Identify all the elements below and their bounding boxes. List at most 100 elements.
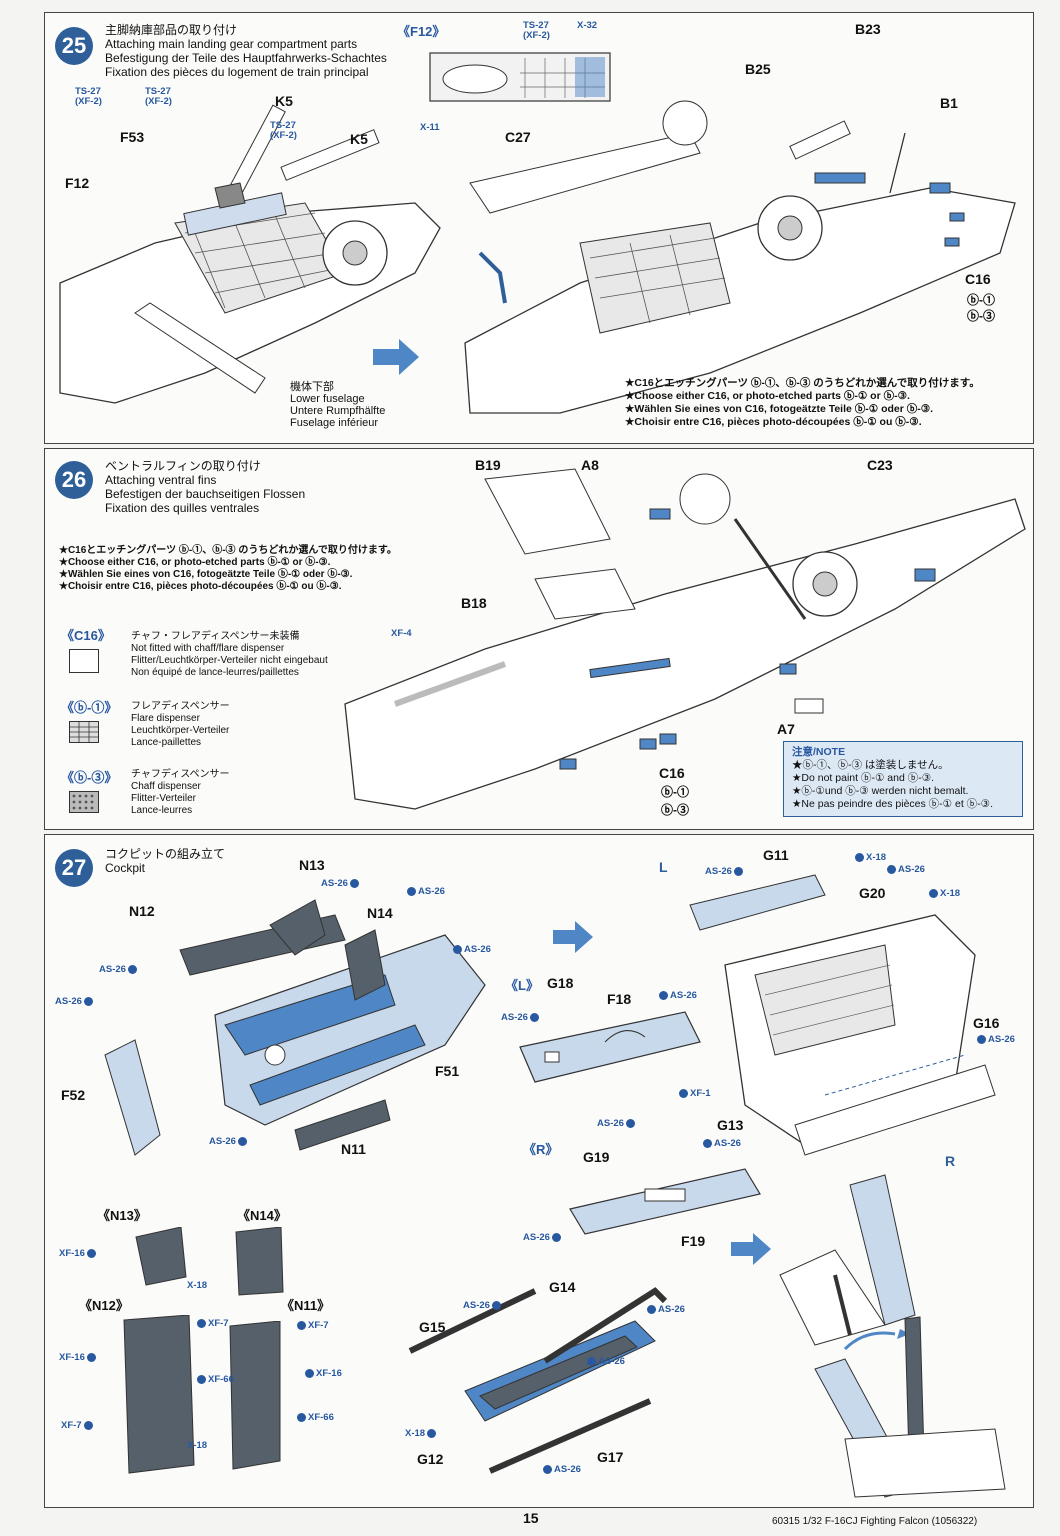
chaff-dispenser-icon <box>69 791 99 813</box>
paint-callout: XF-16 <box>303 1369 342 1379</box>
part-label-b3-option: ⓑ-③ <box>967 309 995 323</box>
paint-callout: XF-7 <box>295 1321 329 1331</box>
title-ja: 主脚納庫部品の取り付け <box>105 23 238 37</box>
paint-callout: XF-7 <box>61 1421 95 1431</box>
part-label-g12: G12 <box>417 1451 444 1467</box>
step-number-badge: 26 <box>55 461 93 499</box>
part-label-c16: C16 <box>659 765 685 781</box>
part-label-n14: N14 <box>367 905 393 921</box>
paint-callout: AS-26 <box>645 1305 685 1315</box>
step-25-panel: 25 主脚納庫部品の取り付け Attaching main landing ge… <box>44 12 1034 444</box>
part-label-c16: C16 <box>965 271 991 287</box>
subassembly-f12-label: 《F12》 <box>397 24 446 39</box>
paint-callout: XF-7 <box>195 1319 229 1329</box>
paint-callout: X-18 <box>187 1440 208 1451</box>
subassembly-n11-label: 《N11》 <box>281 1298 331 1313</box>
part-label-k5: K5 <box>275 93 293 109</box>
part-label-b25: B25 <box>745 61 771 77</box>
part-label-b23: B23 <box>855 21 881 37</box>
option-c16-title: 《C16》 <box>61 628 111 643</box>
part-label-n13: N13 <box>299 857 325 873</box>
title-en: Attaching main landing gear compartment … <box>105 37 358 51</box>
paint-callout: AS-26 <box>209 1137 249 1147</box>
part-label-g16: G16 <box>973 1015 1000 1031</box>
paint-callout: X-11 <box>420 122 440 133</box>
part-label-c23: C23 <box>867 457 893 473</box>
note-box: 注意/NOTE ★ⓑ-①、ⓑ-③ は塗装しません。 ★Do not paint … <box>783 741 1023 817</box>
subassembly-n12-label: 《N12》 <box>79 1298 129 1313</box>
paint-callout: AS-26 <box>405 887 445 897</box>
subassembly-r-label: 《R》 <box>523 1142 559 1157</box>
part-label-f12: F12 <box>65 175 90 191</box>
part-label-g17: G17 <box>597 1449 624 1465</box>
part-label-f52: F52 <box>61 1087 86 1103</box>
part-label-f53: F53 <box>120 129 145 145</box>
paint-callout: AS-26 <box>705 867 745 877</box>
paint-callout: AS-26 <box>99 965 139 975</box>
paint-callout: XF-1 <box>677 1089 711 1099</box>
paint-callout: AS-26 <box>585 1357 625 1367</box>
title-de: Befestigung der Teile des Hauptfahrwerks… <box>105 51 387 65</box>
cockpit-tub-drawing <box>104 899 486 1156</box>
cockpit-assembly-drawing <box>689 874 996 1346</box>
fuselage-drawing-left <box>59 104 441 404</box>
subassembly-l-label: 《L》 <box>505 978 539 993</box>
part-label-l: L <box>659 859 668 875</box>
right-console-drawing <box>569 1168 761 1235</box>
step-title: 主脚納庫部品の取り付け Attaching main landing gear … <box>105 23 387 79</box>
next-step-arrow-icon <box>731 1233 771 1265</box>
part-label-g19: G19 <box>583 1149 610 1165</box>
paint-callout: X-18 <box>187 1280 208 1291</box>
panel-n14-drawing <box>235 1227 284 1296</box>
part-label-n11: N11 <box>341 1141 366 1157</box>
part-label-c27: C27 <box>505 129 531 145</box>
title-fr: Fixation des pièces du logement de train… <box>105 65 369 79</box>
part-label-k5: K5 <box>350 131 368 147</box>
panel-n13-drawing <box>135 1227 187 1286</box>
paint-callout: AS-26 <box>975 1035 1015 1045</box>
part-label-b19: B19 <box>475 457 501 473</box>
paint-callout: AS-26 <box>523 1233 563 1243</box>
option-b1-title: 《ⓑ-①》 <box>61 700 118 715</box>
paint-callout: X-32 <box>577 20 598 31</box>
kit-footer: 60315 1/32 F-16CJ Fighting Falcon (10563… <box>772 1516 978 1527</box>
next-step-arrow-icon <box>553 921 593 953</box>
part-label-g11: G11 <box>763 847 789 863</box>
paint-callout: AS-26 <box>451 945 491 955</box>
step-26-panel: 26 ベントラルフィンの取り付け Attaching ventral fins … <box>44 448 1034 830</box>
part-label-g15: G15 <box>419 1319 446 1335</box>
paint-callout: TS-27(XF-2) <box>270 120 297 141</box>
paint-callout: TS-27(XF-2) <box>75 86 102 107</box>
paint-callout: AS-26 <box>541 1465 581 1475</box>
part-label-f51: F51 <box>435 1063 460 1079</box>
page-number: 15 <box>523 1510 539 1526</box>
part-label-g13: G13 <box>717 1117 744 1133</box>
part-label-g18: G18 <box>547 975 574 991</box>
paint-callout: XF-66 <box>195 1375 234 1385</box>
paint-callout: X-18 <box>853 853 886 863</box>
paint-callout: AS-26 <box>885 865 925 875</box>
f12-detail-drawing <box>429 52 611 102</box>
paint-callout: AS-26 <box>463 1301 503 1311</box>
part-label-f18: F18 <box>607 991 632 1007</box>
flare-dispenser-icon <box>69 721 99 743</box>
paint-callout: TS-27(XF-2) <box>523 20 550 41</box>
fuselage-drawing-right <box>464 100 1016 414</box>
panel-n11-drawing <box>229 1321 281 1470</box>
lower-fuselage-caption: 機体下部 Lower fuselage Untere Rumpfhälfte F… <box>290 381 386 429</box>
paint-callout: TS-27(XF-2) <box>145 86 172 107</box>
note-title: 注意/NOTE <box>792 746 846 758</box>
part-label-n12: N12 <box>129 903 155 919</box>
next-step-arrow-icon <box>373 339 419 375</box>
subassembly-n14-label: 《N14》 <box>237 1208 287 1223</box>
part-label-g20: G20 <box>859 885 886 901</box>
part-label-b1: B1 <box>940 95 958 111</box>
paint-callout: AS-26 <box>597 1119 637 1129</box>
subassembly-n13-label: 《N13》 <box>97 1208 147 1223</box>
part-label-b1-option: ⓑ-① <box>661 785 689 799</box>
part-label-b1-option: ⓑ-① <box>967 293 995 307</box>
part-label-r: R <box>945 1153 956 1169</box>
